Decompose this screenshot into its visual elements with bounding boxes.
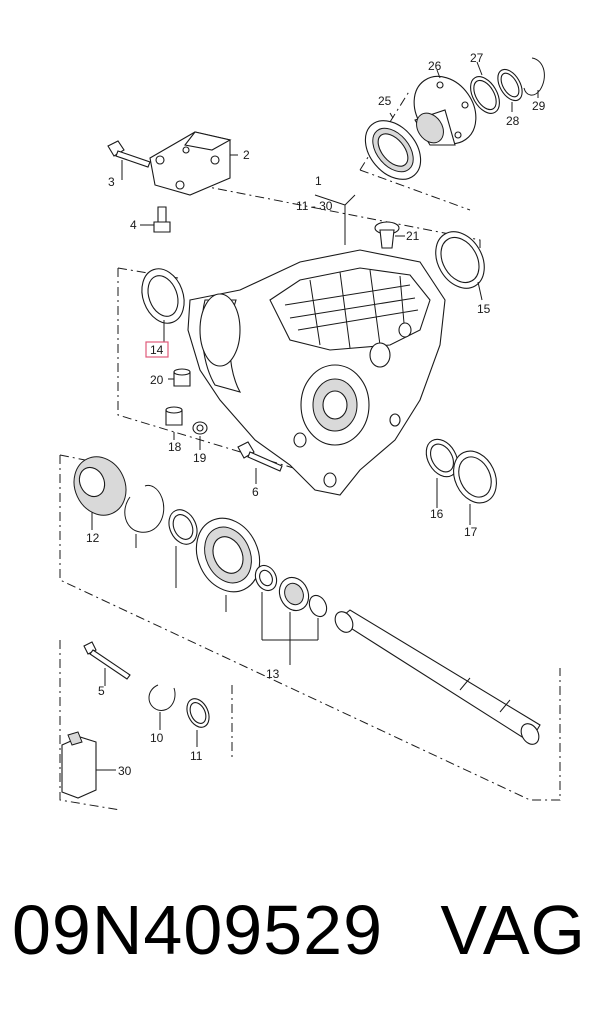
callout-30: 30	[118, 764, 132, 778]
callout-5: 5	[98, 684, 105, 698]
circlip-part-10	[148, 684, 176, 711]
callout-18: 18	[168, 440, 182, 454]
bearing-small-2	[278, 576, 310, 612]
circlip-part-29	[523, 57, 545, 96]
callout-3: 3	[108, 175, 115, 189]
circlip-ring	[124, 484, 165, 533]
ring-part-27	[470, 76, 500, 114]
callout-10: 10	[150, 731, 164, 745]
callout-27: 27	[470, 51, 484, 65]
callout-15: 15	[477, 302, 491, 316]
callout-28: 28	[506, 114, 520, 128]
plug-part-20	[173, 368, 191, 387]
callout-25: 25	[378, 94, 392, 108]
callout-16: 16	[430, 507, 444, 521]
cover-part-12	[73, 456, 127, 516]
snap-ring	[168, 509, 198, 545]
exploded-parts-diagram: 1 11 - 30 2 3 4 5 6 10 11 12 13 14 15 16…	[59, 51, 561, 811]
bearing-large	[195, 517, 261, 593]
callout-21: 21	[406, 229, 420, 243]
housing-part-1	[187, 194, 446, 496]
bearing-small-1	[254, 564, 278, 592]
part-footer: 09N409529 VAG	[0, 880, 600, 1000]
seal-part-14	[141, 268, 185, 324]
callout-2: 2	[243, 148, 250, 162]
callout-29: 29	[532, 99, 546, 113]
ring-part-28	[497, 68, 523, 102]
ring-part-15	[435, 231, 485, 289]
breather-cap-part-21	[374, 221, 400, 249]
plug-part-18	[165, 406, 183, 426]
seal-part-25	[364, 120, 422, 180]
brand-name: VAG	[440, 891, 586, 969]
drive-shaft	[334, 609, 541, 745]
flange-part-26	[413, 75, 477, 146]
ring-part-17	[453, 450, 497, 504]
callout-19: 19	[193, 451, 207, 465]
callout-14-highlight-box	[145, 341, 169, 358]
callout-1-range: 11 - 30	[296, 199, 333, 213]
bearing-small-3	[308, 594, 328, 618]
callout-4: 4	[130, 218, 137, 232]
callout-17: 17	[464, 525, 478, 539]
leader-lines	[91, 61, 539, 771]
callout-1: 1	[315, 174, 322, 188]
bolt-part-5	[83, 641, 131, 680]
bolt-part-3	[107, 140, 151, 168]
ring-part-16	[425, 438, 459, 478]
oil-bottle-part-30	[61, 731, 97, 799]
washer-part-19	[192, 421, 208, 435]
bolt-part-4	[153, 206, 171, 233]
assembly-frame-lines	[59, 89, 561, 811]
bolt-part-6	[237, 441, 283, 472]
callout-11: 11	[190, 749, 203, 763]
callout-20: 20	[150, 373, 164, 387]
part-number: 09N409529	[12, 891, 383, 969]
callout-14: 14	[150, 343, 164, 357]
callout-labels: 1 11 - 30 2 3 4 5 6 10 11 12 13 14 15 16…	[86, 51, 546, 778]
callout-6: 6	[252, 485, 259, 499]
callout-12: 12	[86, 531, 100, 545]
ring-part-11	[186, 698, 210, 728]
callout-13: 13	[266, 667, 280, 681]
bracket-part-2	[149, 131, 232, 196]
callout-26: 26	[428, 59, 442, 73]
